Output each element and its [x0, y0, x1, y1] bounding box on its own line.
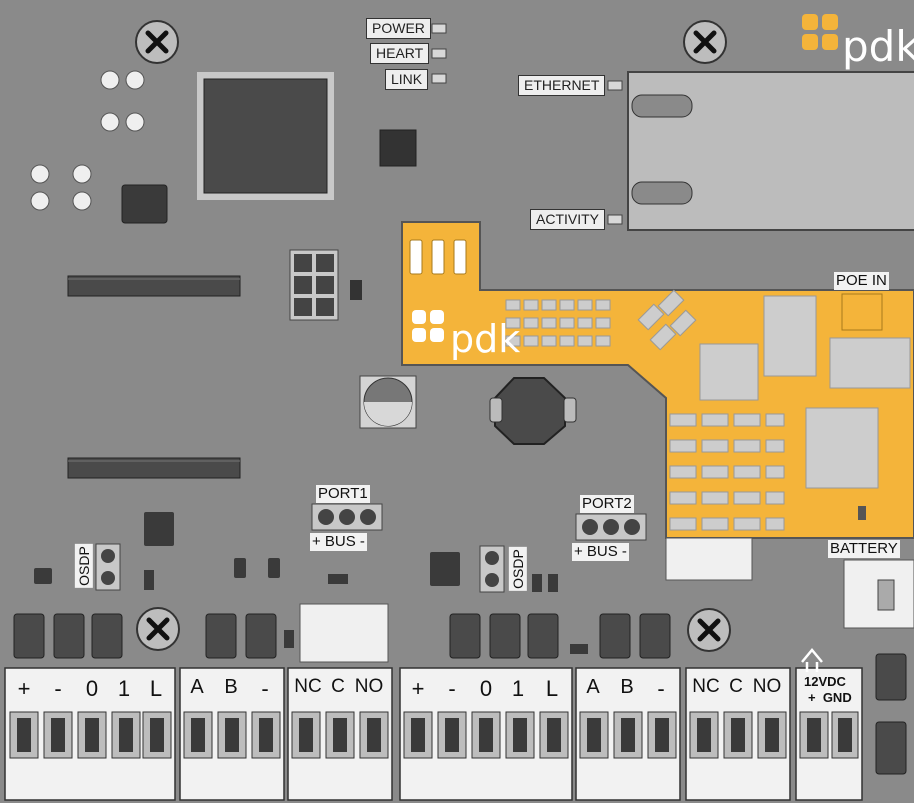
terminal-label: A — [586, 676, 600, 698]
logo-icon — [802, 14, 838, 50]
small-chip — [379, 129, 417, 167]
mounting-screw-icon — [683, 20, 727, 64]
terminal-label: NC — [692, 676, 720, 697]
osdp-label: OSDP — [508, 547, 527, 591]
osdp-label: OSDP — [74, 544, 93, 588]
terminal-label: 1 — [117, 676, 131, 701]
port2-bus-label: + BUS - — [572, 543, 629, 561]
brand-logo-text: pdk — [842, 22, 914, 71]
soic-chip — [144, 512, 174, 546]
capacitor — [359, 375, 417, 429]
module-brand-text: pdk — [450, 317, 521, 361]
terminal-label: C — [331, 676, 345, 697]
diodes — [13, 613, 907, 775]
terminal-label: NO — [354, 676, 384, 697]
heart-led-label: HEART — [370, 43, 430, 64]
osdp-jumper — [95, 543, 121, 591]
terminal-label: L — [545, 676, 559, 701]
terminal-label: 0 — [479, 676, 493, 701]
terminal-label: + — [411, 676, 425, 701]
power-input-label: 12VDC — [804, 674, 846, 689]
led-indicators — [431, 23, 623, 225]
jumper-block — [289, 249, 339, 321]
mounting-screw-icon — [136, 607, 180, 651]
terminal-label: B — [224, 676, 238, 698]
link-led-label: LINK — [385, 69, 429, 90]
ethernet-jack — [627, 71, 914, 231]
terminal-label: - — [54, 676, 62, 701]
terminal-label: B — [620, 676, 634, 698]
osdp-jumper — [479, 545, 505, 593]
terminal-label: NO — [752, 676, 782, 697]
ethernet-led-label: ETHERNET — [518, 75, 606, 96]
poe-module — [401, 221, 914, 539]
soic-chip — [430, 552, 460, 586]
pin-header — [67, 275, 241, 297]
solder-pads — [30, 70, 145, 211]
terminal-label: + — [17, 676, 31, 701]
power-led-label: POWER — [366, 18, 431, 39]
microcontroller-chip — [197, 72, 334, 200]
port2-label: PORT2 — [580, 495, 634, 513]
mounting-screw-icon — [687, 608, 731, 652]
inductor — [489, 377, 577, 445]
smd-components — [34, 558, 588, 654]
terminal-label: NC — [294, 676, 322, 697]
terminal-label: C — [729, 676, 743, 697]
power-in-arrow-icon — [801, 648, 823, 672]
power-input-pins: + GND — [808, 690, 852, 705]
port2-header — [575, 513, 647, 541]
mounting-screw-icon — [135, 20, 179, 64]
pin-header — [67, 457, 241, 479]
terminal-label: - — [261, 676, 269, 701]
terminal-label: - — [657, 676, 665, 701]
battery-label: BATTERY — [828, 540, 900, 558]
terminal-label: 1 — [511, 676, 525, 701]
resistor — [350, 280, 362, 300]
terminal-label: A — [190, 676, 204, 698]
terminal-label: L — [149, 676, 163, 701]
soic-chip — [121, 184, 168, 224]
port1-header — [311, 503, 383, 531]
terminal-label: 0 — [85, 676, 99, 701]
terminal-holes — [17, 718, 852, 752]
port1-bus-label: + BUS - — [310, 533, 367, 551]
port1-label: PORT1 — [316, 485, 370, 503]
terminal-label: - — [448, 676, 456, 701]
poe-in-label: POE IN — [834, 272, 889, 290]
activity-led-label: ACTIVITY — [530, 209, 606, 230]
